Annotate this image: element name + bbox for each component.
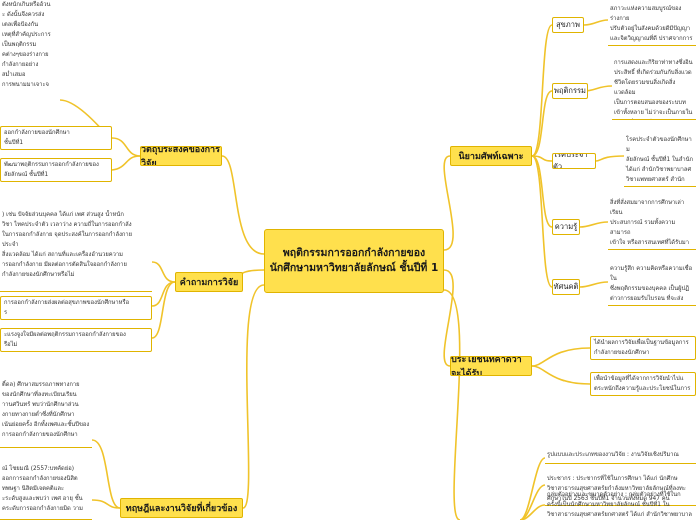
definition-text-health: สภาวะแห่งความสมบูรณ์ของร่างกาย ปรับตัวอย… [608,4,696,46]
methodology-item-sample[interactable]: กลุ่มตัวอย่างและขนาดตัวอย่าง : กลุ่มตัวอ… [547,492,692,518]
definition-text-behavior: การแสดงและกิริยาท่าทางซึ่งอิน ประสิทธิ์ … [612,58,696,120]
research-question-item-3[interactable]: ะแรงจูงใจมีผลต่อพฤติกรรมการออกกำลังกายขอ… [0,328,152,352]
branch-expected-benefits[interactable]: ประโยชน์ที่คาดว่าจะได้รับ [450,356,532,376]
research-question-item-2[interactable]: การออกกำลังกายส่งผลต่อสุขภาพของนักศึกษาห… [0,296,152,320]
top-partial-text: ตังหนักเกินหรืออ้วน ะ ดังนั้นจึงควรส่ง เ… [2,2,51,88]
objective-item-2[interactable]: พัฒนาพฤติกรรมการออกกำลังกายของ ลัยลักษณ์… [0,158,112,182]
theory-item-2[interactable]: ณ์ โชยมณี (2557:บทคัดย่อ) ออกการออกกำลัง… [0,464,92,520]
benefit-item-1[interactable]: ได้นำผลการวิจัยเพื่อเป็นฐานข้อมูลการ กำล… [590,336,696,360]
branch-research-questions[interactable]: คำถามการวิจัย [175,272,243,292]
benefit-item-2[interactable]: เพื่อนำข้อมูลที่ได้จากการวิจัยนำไปแ ตระห… [590,372,696,396]
definition-text-chronic-disease: โรคประจำตัวของนักศึกษาม ลัยลักษณ์ ชั้นปี… [624,135,696,187]
methodology-item-type[interactable]: รูปแบบและประเภทของงานวิจัย : งานวิจัยเชิ… [545,450,696,464]
definition-term-attitude[interactable]: ทัศนคติ [552,279,580,295]
definition-term-chronic-disease[interactable]: โรคประจำตัว [552,153,596,169]
definition-text-attitude: ความรู้สึก ความคิดหรือความเชื่อใน ซึ่งพฤ… [608,264,696,306]
central-topic[interactable]: พฤติกรรมการออกกำลังกายของนักศึกษามหาวิทย… [264,229,444,293]
methodology-item-population[interactable]: ประชากร : ประชากรที่ใช้ในการศึกษา ได้แก่… [545,474,696,506]
branch-related-theory[interactable]: ทฤษฎีและงานวิจัยที่เกี่ยวข้อง [120,498,243,518]
branch-definitions[interactable]: นิยามศัพท์เฉพาะ [450,146,532,166]
research-question-item-1[interactable]: ) เช่น ปัจจัยส่วนบุคคล ได้แก่ เพศ ส่วนสู… [0,210,152,292]
definition-term-health[interactable]: สุขภาพ [552,17,584,33]
branch-objectives[interactable]: วัตถุประสงค์ของการวิจัย [140,146,222,166]
theory-item-1[interactable]: ติ์ดล) ศึกษาสมรรถภาพทางกาย ของนักศึกษาที… [0,380,92,448]
objective-item-1[interactable]: ออกกำลังกายของนักศึกษา ชั้นปีที่1 [0,126,112,150]
definition-term-behavior[interactable]: พฤติกรรม [552,83,588,99]
definition-term-knowledge[interactable]: ความรู้ [552,219,580,235]
definition-text-knowledge: สิ่งที่สั่งสมมาจากการศึกษาเล่าเรียน ประส… [608,198,696,250]
